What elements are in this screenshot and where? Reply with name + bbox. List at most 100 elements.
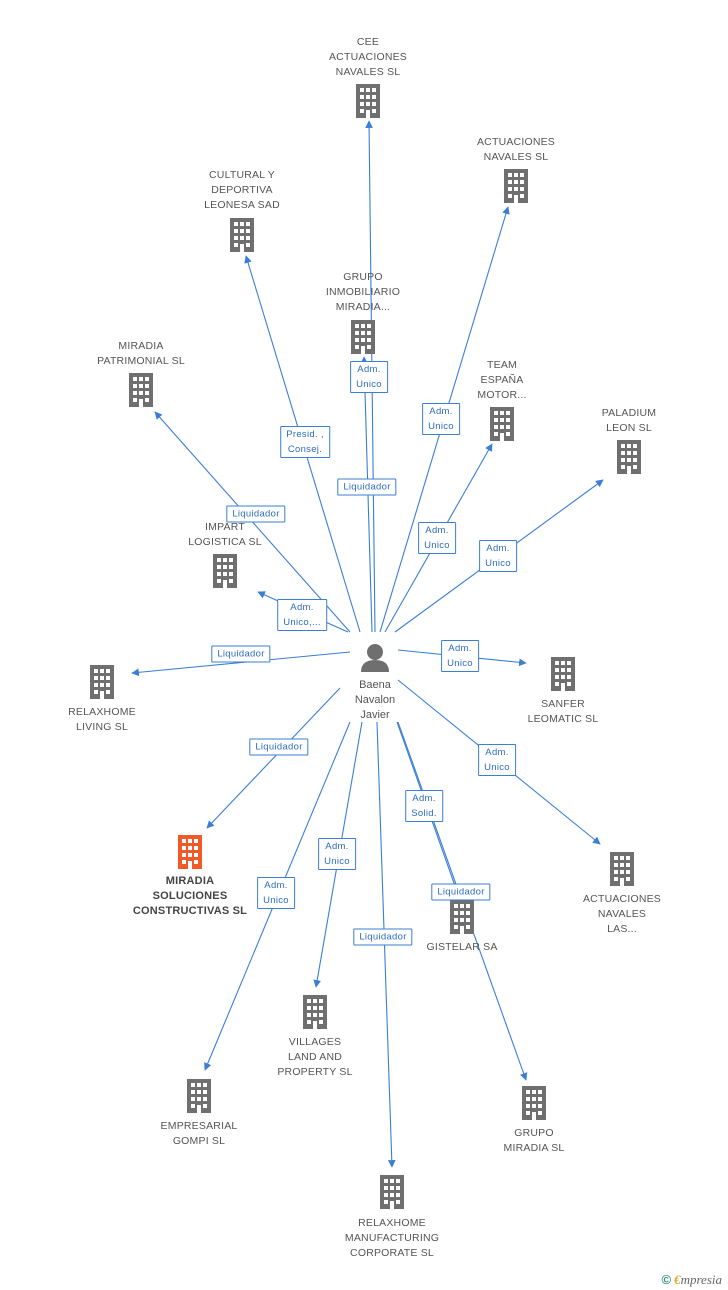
company-label-line: IMPART xyxy=(205,521,245,533)
company-label-line: CONSTRUCTIVAS SL xyxy=(132,905,248,917)
relation-label-grupo-inmobiliario[interactable]: Liquidador xyxy=(337,478,397,496)
company-label-line: CORPORATE SL xyxy=(350,1247,434,1259)
company-label-line: ACTUACIONES xyxy=(476,136,556,148)
relation-label-line: Liquidador xyxy=(217,648,265,660)
footer-brand[interactable]: ©€mpresia xyxy=(662,1272,723,1288)
person-node[interactable] xyxy=(361,644,389,672)
company-label-miradia-soluciones[interactable]: MIRADIA SOLUCIONES CONSTRUCTIVAS SL xyxy=(125,874,255,919)
relation-label-line: Adm. xyxy=(485,747,509,758)
company-label-line: LEOMATIC SL xyxy=(527,713,599,725)
relation-label-grupo-miradia[interactable]: Liquidador xyxy=(431,883,491,901)
company-label-line: PROPERTY SL xyxy=(277,1066,353,1078)
building-icon[interactable] xyxy=(450,900,474,934)
building-icon[interactable] xyxy=(230,218,254,252)
company-label-line: MIRADIA SL xyxy=(503,1142,565,1154)
relation-label-sanfer[interactable]: Adm.Unico xyxy=(441,640,479,672)
company-label-gistelar[interactable]: GISTELAR SA xyxy=(397,940,527,955)
company-label-line: ACTUACIONES xyxy=(582,893,662,905)
company-label-line: CEE xyxy=(356,36,380,48)
building-icon[interactable] xyxy=(551,657,575,691)
building-icon[interactable] xyxy=(178,835,202,869)
company-label-line: LOGISTICA SL xyxy=(188,536,262,548)
relation-label-miradia-soluciones[interactable]: Liquidador xyxy=(249,738,309,756)
company-label-line: GRUPO xyxy=(514,1127,554,1139)
person-icon xyxy=(361,644,389,672)
relation-label-line: Unico xyxy=(324,856,350,867)
relation-label-line: Unico xyxy=(263,895,289,906)
relation-label-line: Adm. xyxy=(425,525,449,536)
edge-miradia-soluciones xyxy=(206,687,341,829)
relation-label-line: Unico xyxy=(484,762,510,773)
relation-label-line: Adm. xyxy=(357,364,381,375)
relation-label-line: Unico xyxy=(424,540,450,551)
company-label-line: GOMPI SL xyxy=(172,1135,226,1147)
company-label-grupo-miradia[interactable]: GRUPO MIRADIA SL xyxy=(469,1126,599,1156)
building-icon[interactable] xyxy=(617,440,641,474)
relation-label-actuaciones-navales-las[interactable]: Adm. Unico xyxy=(478,744,516,776)
relation-label-line: Adm. xyxy=(264,880,288,891)
relation-label-gistelar[interactable]: Adm. Solid. xyxy=(405,790,443,822)
building-icon[interactable] xyxy=(504,169,528,203)
company-label-line: NAVALES xyxy=(597,908,647,920)
building-icon[interactable] xyxy=(187,1079,211,1113)
company-label-line: INMOBILIARIO xyxy=(325,286,401,298)
relation-label-line: Presid. , xyxy=(286,429,324,440)
relation-label-paladium[interactable]: Adm.Unico xyxy=(479,540,517,572)
building-icon[interactable] xyxy=(356,84,380,118)
building-icon[interactable] xyxy=(610,852,634,886)
building-icon[interactable] xyxy=(380,1175,404,1209)
company-label-line: DEPORTIVA xyxy=(211,184,273,196)
relation-label-line: Liquidador xyxy=(232,508,280,520)
relation-label-relaxhome-living[interactable]: Liquidador xyxy=(211,645,271,663)
person-name-line-3: Javier xyxy=(360,709,390,721)
relation-label-actuaciones-navales-sl[interactable]: Adm.Unico xyxy=(422,403,460,435)
company-label-line: LAND AND xyxy=(287,1051,343,1063)
relation-label-relaxhome-manufacturing[interactable]: Liquidador xyxy=(353,928,413,946)
brand-name: mpresia xyxy=(680,1272,722,1287)
building-icon[interactable] xyxy=(213,554,237,588)
company-label-line: PALADIUM xyxy=(601,407,657,419)
company-label-line: SOLUCIONES xyxy=(152,890,228,902)
building-icon[interactable] xyxy=(490,407,514,441)
company-label-line: MOTOR... xyxy=(477,389,527,401)
relation-label-cultural[interactable]: Presid. ,Consej. xyxy=(280,426,330,458)
person-name[interactable]: Baena Navalon Javier xyxy=(335,678,415,723)
company-label-actuaciones-navales-las[interactable]: ACTUACIONES NAVALES LAS... xyxy=(557,892,687,937)
relation-label-team-espana[interactable]: Adm. Unico xyxy=(418,522,456,554)
company-label-line: GRUPO xyxy=(343,271,383,283)
company-label-paladium[interactable]: PALADIUM LEON SL xyxy=(564,406,694,436)
building-icon[interactable] xyxy=(129,373,153,407)
relation-label-line: Adm. xyxy=(448,643,472,654)
relation-label-line: Solid. xyxy=(411,808,437,819)
relation-label-miradia-patrimonial[interactable]: Liquidador xyxy=(226,505,286,523)
building-icon[interactable] xyxy=(351,320,375,354)
edge-relaxhome-living xyxy=(131,651,351,677)
company-label-line: MIRADIA xyxy=(165,875,215,887)
relation-label-villages[interactable]: Adm. Unico xyxy=(318,838,356,870)
company-label-line: LAS... xyxy=(607,923,637,935)
relation-label-line: Adm. xyxy=(325,841,349,852)
company-label-line: LEON SL xyxy=(606,422,652,434)
company-label-line: RELAXHOME xyxy=(358,1217,426,1229)
company-label-impart[interactable]: IMPART LOGISTICA SL xyxy=(160,520,290,550)
relation-label-empresarial-gompi[interactable]: Adm. Unico xyxy=(257,877,295,909)
relation-label-line: Adm. xyxy=(412,793,436,804)
building-icon[interactable] xyxy=(90,665,114,699)
building-icon[interactable] xyxy=(303,995,327,1029)
relation-label-impart[interactable]: Adm.Unico,... xyxy=(277,599,327,631)
building-icon[interactable] xyxy=(522,1086,546,1120)
relation-label-cee[interactable]: Adm.Unico xyxy=(350,361,388,393)
relation-label-line: Liquidador xyxy=(359,931,407,943)
company-label-line: ACTUACIONES xyxy=(328,51,408,63)
